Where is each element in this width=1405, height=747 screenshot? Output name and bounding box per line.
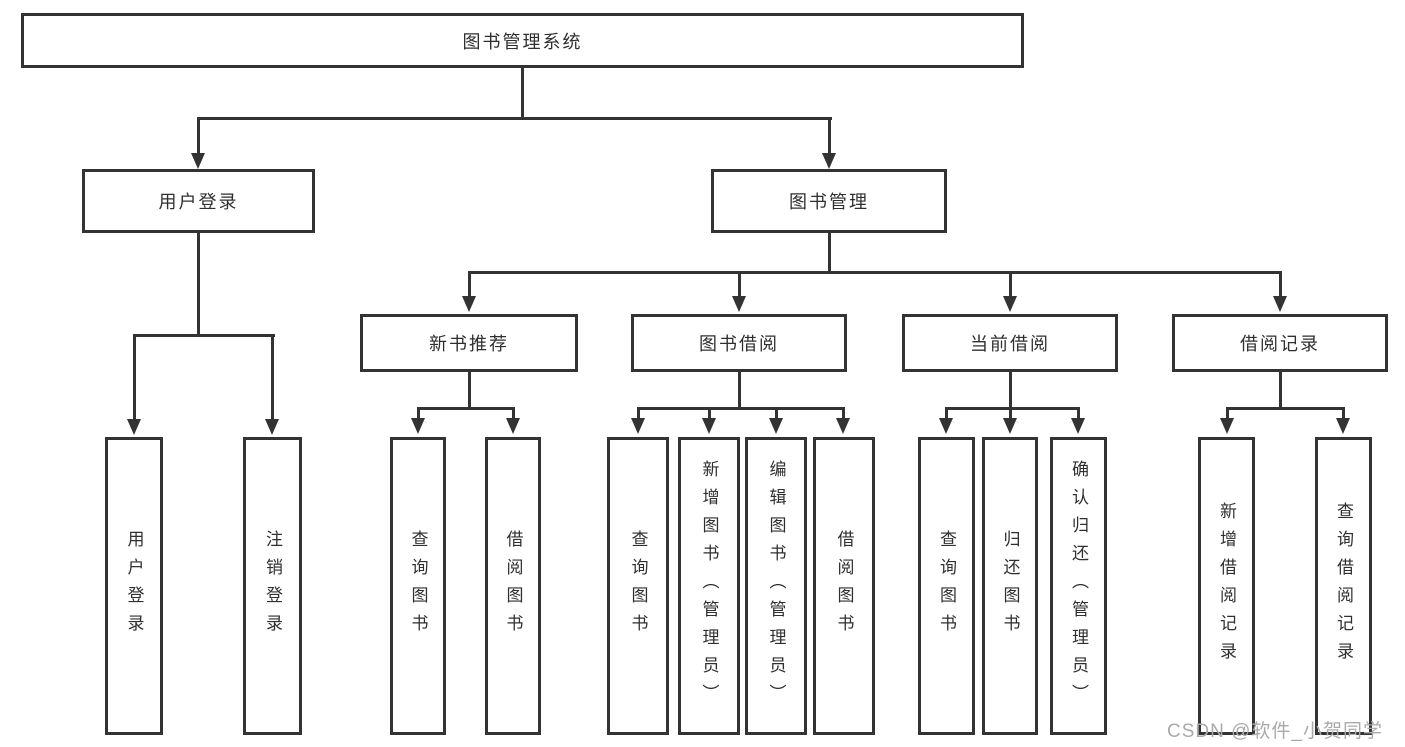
arrowhead-borrow-books-2	[836, 418, 850, 434]
connector-l4-drop-5	[775, 407, 778, 418]
connector-l4-stem-borrow	[738, 372, 741, 408]
connector-mgmt-stem	[828, 233, 831, 272]
node-new-book-recommend: 新书推荐	[360, 314, 578, 372]
connector-l4-stem-current	[1009, 372, 1012, 408]
node-user-login-leaf: 用户登录	[105, 437, 163, 735]
arrowhead-borrow-records	[1273, 296, 1287, 312]
node-borrow-books-2-label: 借阅图书	[834, 530, 854, 642]
connector-l4-drop-9	[1077, 407, 1080, 418]
connector-l4-drop-3	[637, 407, 640, 418]
node-user-login: 用户登录	[82, 169, 315, 233]
node-logout: 注销登录	[243, 437, 302, 735]
node-confirm-return-admin-label: 确认归还（管理员）	[1069, 460, 1088, 712]
connector-l4-drop-2	[512, 407, 515, 418]
node-library-management-system: 图书管理系统	[21, 13, 1024, 68]
connector-user-stem-left	[133, 334, 136, 419]
connector-l1-stem-left	[197, 117, 200, 154]
node-add-borrow-record-label: 新增借阅记录	[1217, 502, 1236, 670]
node-current-borrow: 当前借阅	[902, 314, 1118, 372]
connector-user-hline	[133, 334, 275, 337]
arrowhead-query-books-1	[411, 418, 425, 434]
arrowhead-user-login	[191, 153, 205, 169]
connector-l4-stem-recommend	[468, 372, 471, 408]
arrowhead-new-book-recommend	[462, 296, 476, 312]
arrowhead-query-books-3	[939, 418, 953, 434]
arrowhead-return-book	[1003, 418, 1017, 434]
arrowhead-borrow-books-1	[506, 418, 520, 434]
arrowhead-query-books-2	[631, 418, 645, 434]
node-query-books-1-label: 查询图书	[408, 530, 428, 642]
connector-l4-drop-8	[1009, 407, 1012, 418]
node-query-books-2-label: 查询图书	[628, 530, 648, 642]
arrowhead-logout	[265, 419, 279, 435]
node-book-management: 图书管理	[711, 169, 947, 233]
node-return-book-label: 归还图书	[1000, 530, 1020, 642]
connector-root-stem	[521, 68, 524, 118]
connector-l3-stem-3	[1009, 271, 1012, 296]
node-add-book-admin: 新增图书（管理员）	[678, 437, 740, 735]
arrowhead-user-login-leaf	[127, 419, 141, 435]
connector-user-stem-right	[271, 334, 274, 419]
connector-l4-hline-borrow	[637, 407, 845, 410]
arrowhead-add-borrow-record	[1220, 418, 1234, 434]
connector-l1-stem-right	[828, 117, 831, 154]
node-edit-book-admin: 编辑图书（管理员）	[745, 437, 807, 735]
connector-l4-hline-current	[945, 407, 1080, 410]
node-borrow-books-1: 借阅图书	[485, 437, 541, 735]
arrowhead-edit-book-admin	[769, 418, 783, 434]
node-borrow-books-2: 借阅图书	[813, 437, 875, 735]
node-borrow-records: 借阅记录	[1172, 314, 1388, 372]
node-query-borrow-record: 查询借阅记录	[1315, 437, 1372, 735]
node-confirm-return-admin: 确认归还（管理员）	[1050, 437, 1107, 735]
csdn-watermark: CSDN @软件_小贺同学	[1167, 721, 1383, 742]
connector-l4-drop-4	[708, 407, 711, 418]
connector-l4-drop-6	[842, 407, 845, 418]
connector-user-stem	[197, 233, 200, 335]
connector-l1-hline	[197, 117, 832, 120]
connector-l3-stem-1	[468, 271, 471, 296]
connector-l4-drop-1	[417, 407, 420, 418]
node-return-book: 归还图书	[982, 437, 1038, 735]
arrowhead-confirm-return-admin	[1071, 418, 1085, 434]
node-query-books-3-label: 查询图书	[937, 530, 956, 642]
connector-l3-hline	[468, 271, 1281, 274]
connector-l4-stem-records	[1279, 372, 1282, 408]
connector-l4-hline-recommend	[417, 407, 515, 410]
connector-l3-stem-4	[1279, 271, 1282, 296]
arrowhead-book-borrow	[732, 296, 746, 312]
node-user-login-leaf-label: 用户登录	[124, 530, 144, 642]
node-logout-label: 注销登录	[263, 530, 282, 642]
connector-l4-drop-7	[945, 407, 948, 418]
node-edit-book-admin-label: 编辑图书（管理员）	[766, 460, 786, 712]
connector-l3-stem-2	[738, 271, 741, 296]
connector-l4-drop-10	[1226, 407, 1229, 418]
connector-l4-hline-records	[1226, 407, 1345, 410]
arrowhead-add-book-admin	[702, 418, 716, 434]
node-borrow-books-1-label: 借阅图书	[503, 530, 523, 642]
node-add-book-admin-label: 新增图书（管理员）	[699, 460, 719, 712]
node-query-books-1: 查询图书	[390, 437, 446, 735]
arrowhead-book-management	[822, 153, 836, 169]
node-add-borrow-record: 新增借阅记录	[1198, 437, 1255, 735]
arrowhead-query-borrow-record	[1336, 418, 1350, 434]
node-query-borrow-record-label: 查询借阅记录	[1334, 502, 1353, 670]
node-query-books-3: 查询图书	[918, 437, 975, 735]
connector-l4-drop-11	[1342, 407, 1345, 418]
arrowhead-current-borrow	[1003, 296, 1017, 312]
node-book-borrow: 图书借阅	[631, 314, 847, 372]
node-query-books-2: 查询图书	[607, 437, 669, 735]
